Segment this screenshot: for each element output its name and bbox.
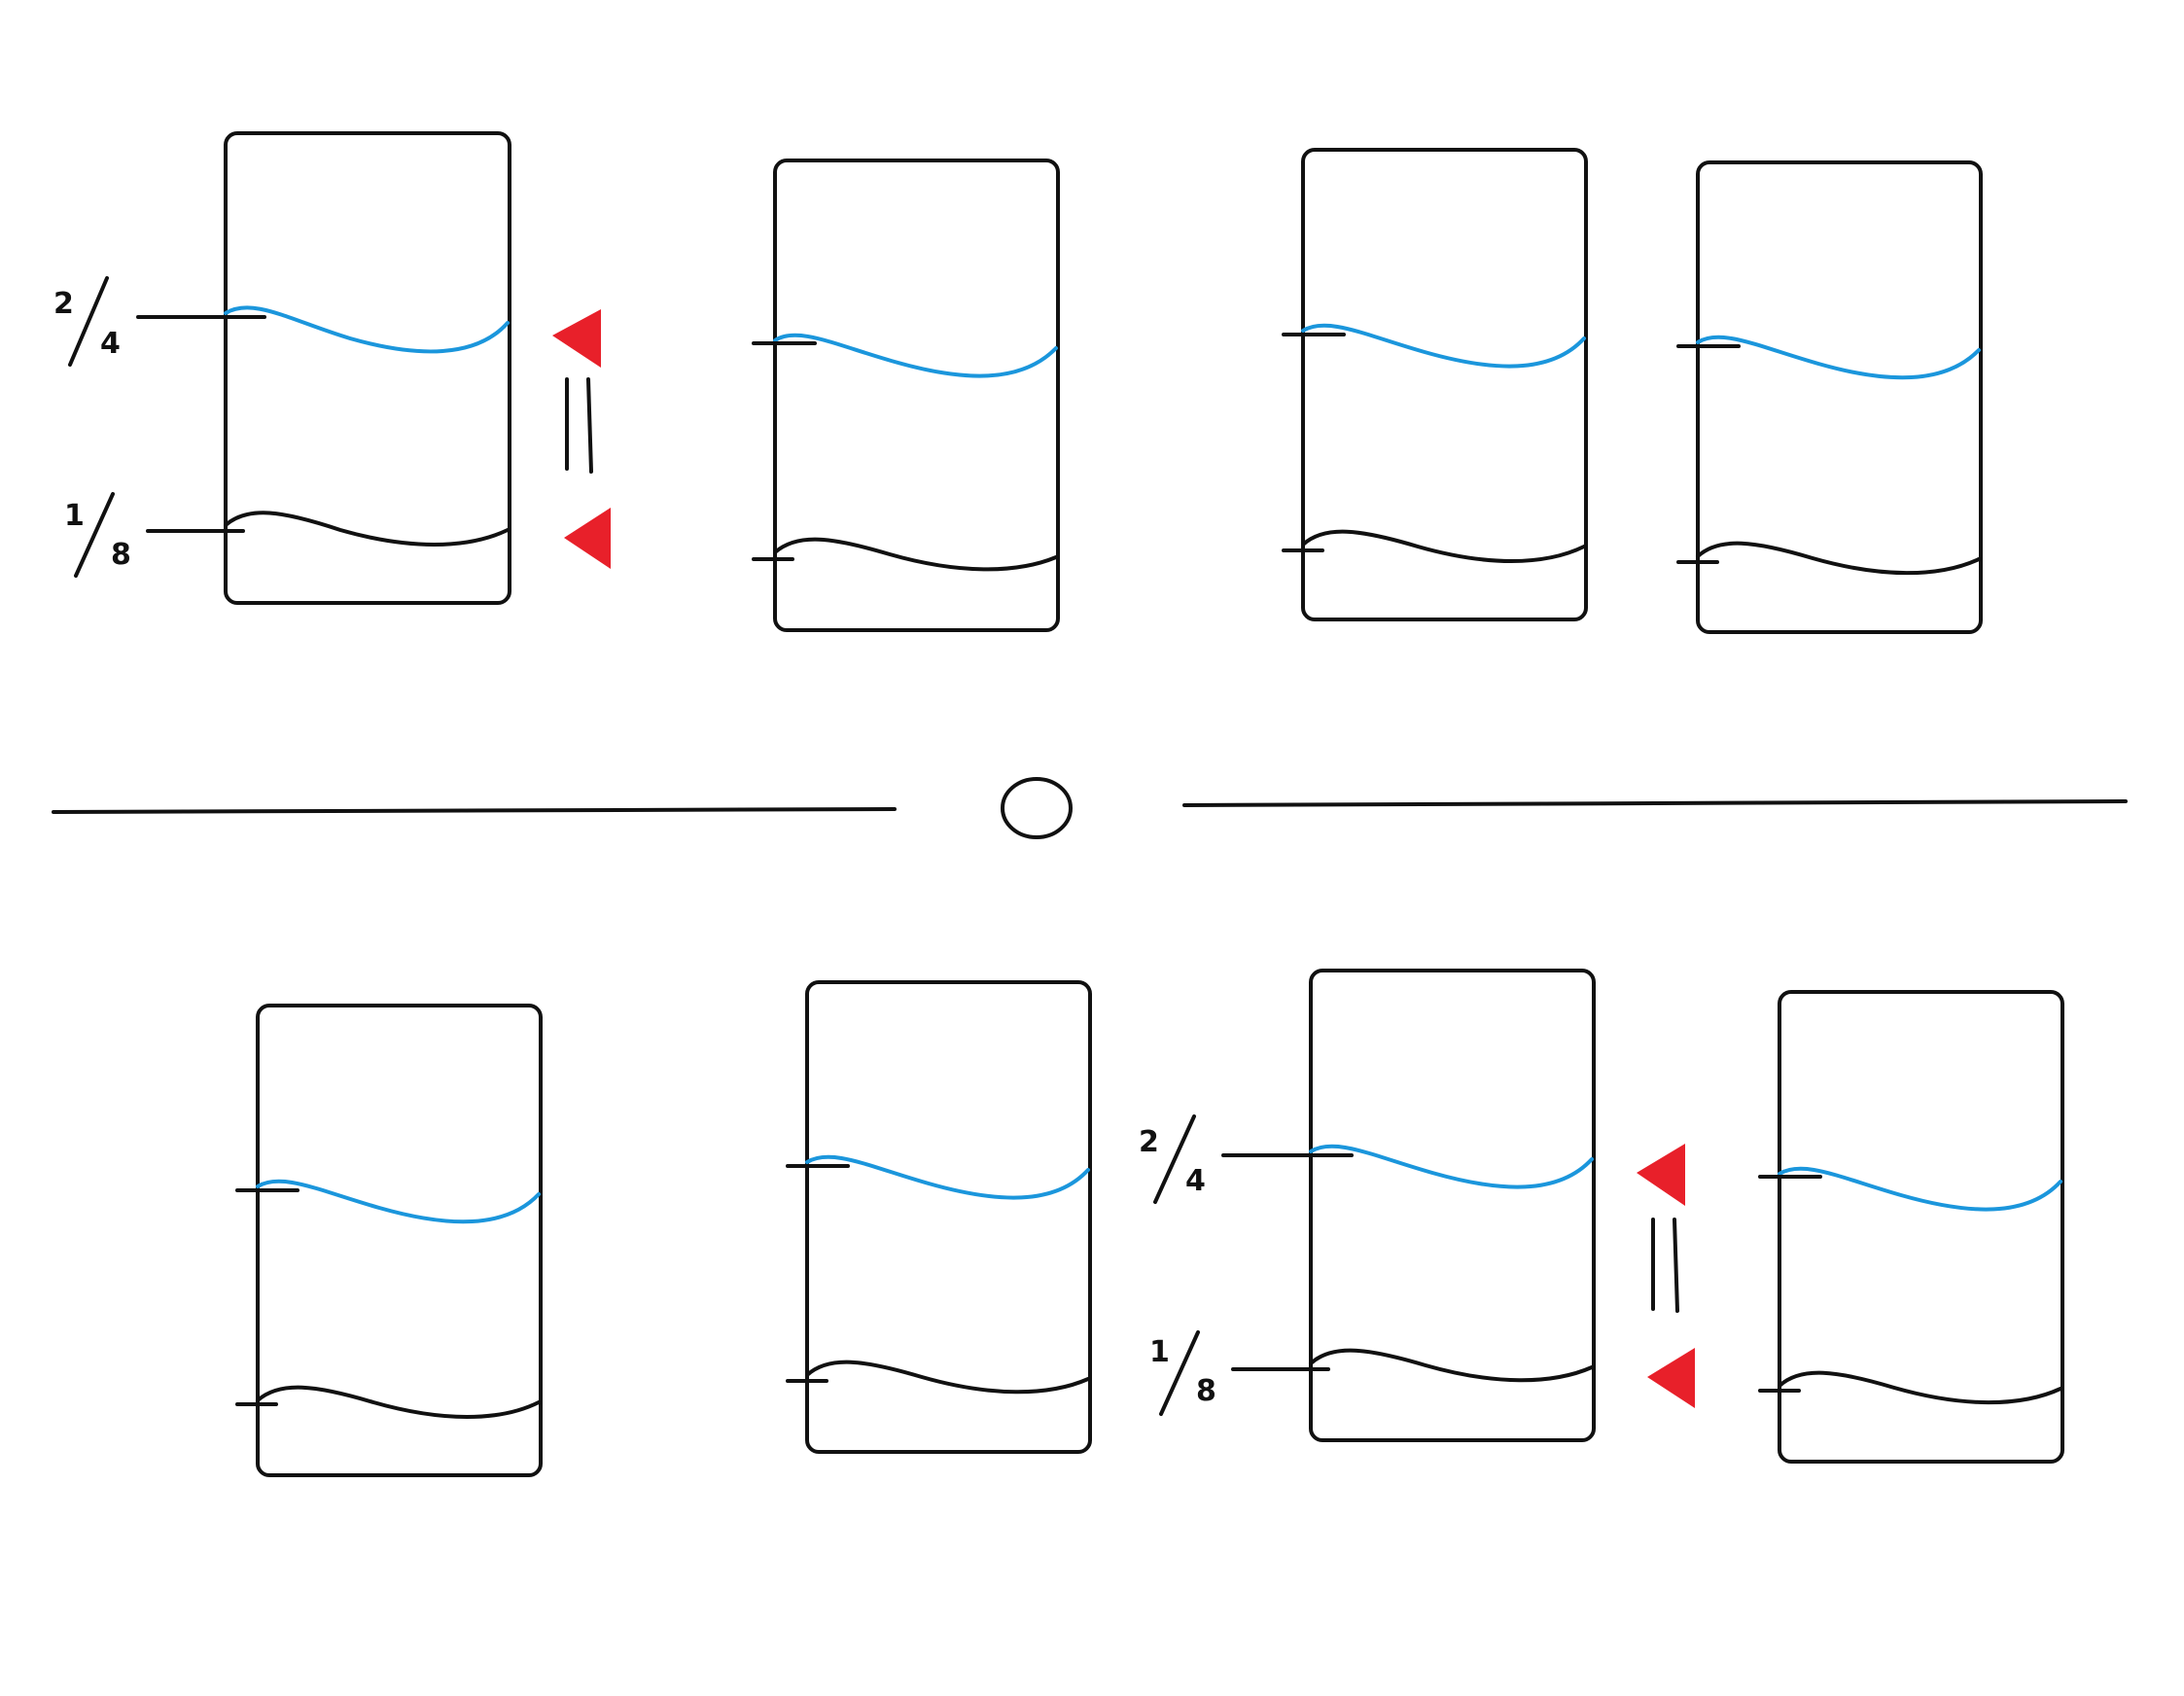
equality-sign-bottom [1651, 1218, 1679, 1313]
equality-sign-top [565, 377, 593, 474]
jar-top-4 [1676, 160, 1983, 634]
fraction-label-bottom-lower: 1 8 [1149, 1330, 1216, 1416]
svg-text:1: 1 [64, 499, 85, 533]
jar-bottom-3 [1221, 969, 1596, 1442]
svg-text:8: 8 [111, 538, 131, 572]
svg-text:1: 1 [1149, 1335, 1170, 1369]
fraction-label-top-lower: 1 8 [64, 492, 131, 578]
jar-bottom-4 [1758, 990, 2064, 1464]
divider [52, 777, 2128, 839]
svg-text:8: 8 [1196, 1374, 1216, 1408]
fraction-label-top-upper: 2 4 [53, 276, 121, 367]
arrow-top-lower [564, 508, 611, 569]
svg-text:4: 4 [100, 327, 121, 361]
fraction-label-bottom-upper: 2 4 [1139, 1114, 1206, 1204]
jar-top-2 [752, 159, 1060, 632]
arrow-top-upper [552, 309, 601, 368]
jar-bottom-1 [235, 1004, 543, 1477]
arrow-bottom-upper [1637, 1144, 1685, 1206]
center-circle-icon [1001, 777, 1073, 839]
svg-text:2: 2 [1139, 1125, 1159, 1159]
jar-top-3 [1282, 148, 1588, 621]
jar-bottom-2 [786, 980, 1092, 1454]
jar-top-1 [136, 131, 511, 605]
arrow-bottom-lower [1647, 1348, 1695, 1408]
svg-text:4: 4 [1185, 1164, 1206, 1198]
svg-text:2: 2 [53, 287, 74, 321]
